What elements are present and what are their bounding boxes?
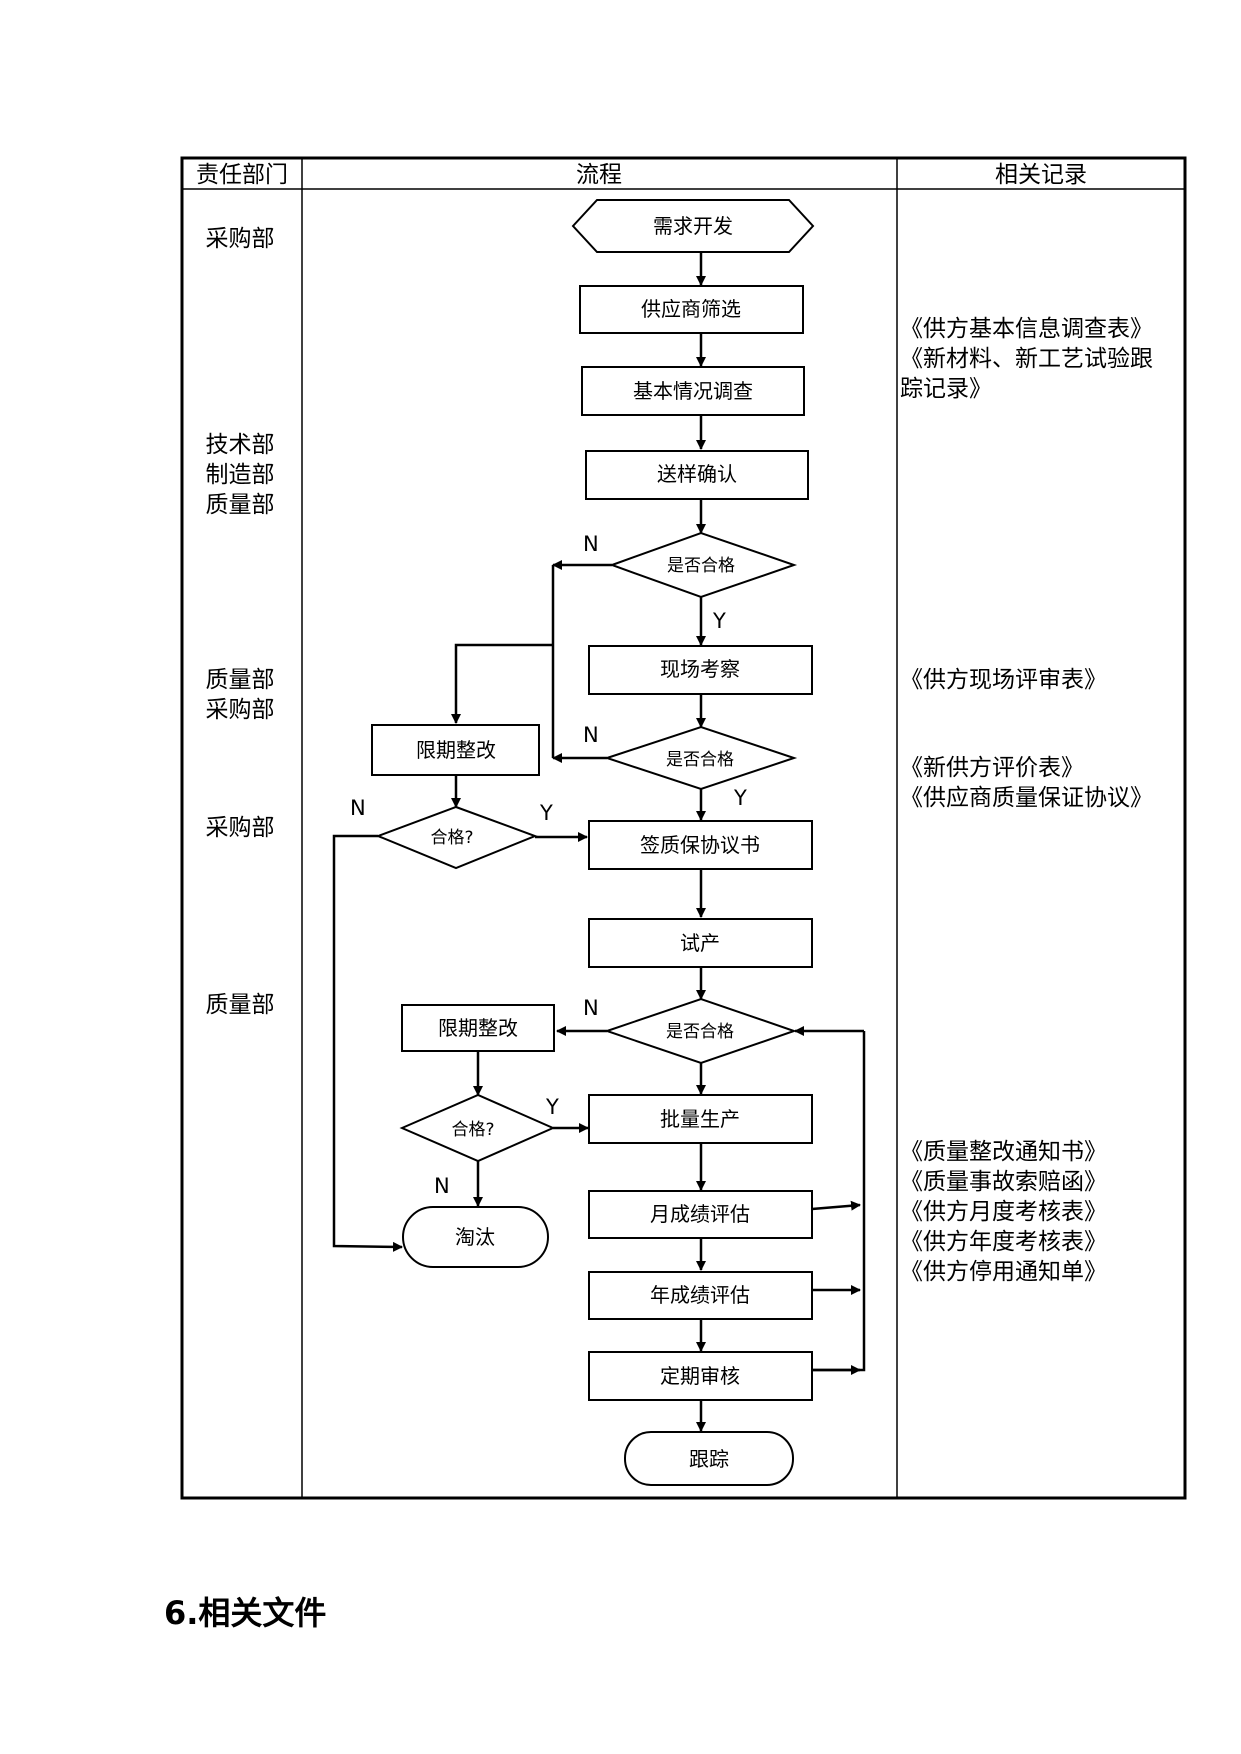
label-screen: 供应商筛选 — [641, 297, 741, 321]
label-track: 跟踪 — [689, 1447, 729, 1471]
department-line: 质量部 — [205, 992, 275, 1018]
label-check1: 是否合格 — [667, 556, 735, 576]
department-cell: 技术部 制造部 质量部 — [180, 430, 300, 520]
record-line: 《质量事故索赔函》 — [900, 1169, 1107, 1195]
department-line: 采购部 — [205, 815, 275, 841]
node-check1 — [609, 531, 798, 599]
node-track — [624, 1431, 794, 1486]
record-line: 《供方现场评审表》 — [900, 667, 1107, 693]
label-eliminate: 淘汰 — [455, 1225, 495, 1249]
loop-vertical — [812, 1031, 866, 1372]
label-agreement: 签质保协议书 — [640, 833, 760, 857]
record-cell: 《供方现场评审表》 — [900, 665, 1200, 695]
label-pass1: 合格? — [430, 828, 473, 848]
node-sample — [585, 450, 809, 500]
node-month — [588, 1190, 813, 1239]
department-line: 技术部 — [205, 432, 275, 458]
node-pass1 — [375, 805, 538, 870]
node-rect1 — [371, 724, 540, 776]
department-line: 质量部 — [205, 492, 275, 518]
n-label-check2: N — [583, 723, 599, 747]
header-department: 责任部门 — [196, 162, 288, 188]
department-cell: 采购部 — [180, 813, 300, 843]
record-line: 《供方年度考核表》 — [900, 1229, 1107, 1255]
connectors — [332, 252, 866, 1432]
section-heading: 6.相关文件 — [164, 1594, 327, 1632]
department-cell: 质量部 — [180, 990, 300, 1020]
record-line: 踪记录》 — [900, 376, 992, 402]
label-site: 现场考察 — [660, 657, 740, 681]
node-rect2 — [401, 1004, 555, 1052]
table-frame — [180, 156, 1187, 1500]
node-agreement — [588, 820, 813, 870]
node-pass2 — [399, 1093, 556, 1163]
department-cell: 采购部 — [180, 224, 300, 254]
n-label-check3: N — [583, 996, 599, 1020]
n-label-pass1: N — [350, 796, 366, 820]
record-line: 《供应商质量保证协议》 — [900, 785, 1153, 811]
node-eliminate — [402, 1206, 549, 1268]
node-mass — [588, 1094, 813, 1144]
n-label-pass2: N — [434, 1174, 450, 1198]
record-cell: 《供方基本信息调查表》 《新材料、新工艺试验跟 踪记录》 — [900, 314, 1200, 404]
label-start: 需求开发 — [653, 214, 733, 238]
node-start — [571, 199, 815, 253]
node-screen — [579, 285, 804, 334]
label-audit: 定期审核 — [660, 1364, 740, 1388]
record-cell: 《新供方评价表》 《供应商质量保证协议》 — [900, 753, 1200, 813]
header-process: 流程 — [576, 162, 622, 188]
n-label-check1: N — [583, 532, 599, 556]
department-line: 制造部 — [205, 462, 275, 488]
node-survey — [581, 366, 805, 416]
node-year — [588, 1271, 813, 1320]
record-line: 《质量整改通知书》 — [900, 1139, 1107, 1165]
header-records: 相关记录 — [995, 162, 1087, 188]
label-month: 月成绩评估 — [650, 1202, 750, 1226]
record-line: 《供方基本信息调查表》 — [900, 316, 1153, 342]
y-label-pass1: Y — [539, 801, 553, 825]
department-line: 采购部 — [205, 226, 275, 252]
record-line: 《供方月度考核表》 — [900, 1199, 1107, 1225]
node-audit — [588, 1351, 813, 1401]
label-year: 年成绩评估 — [650, 1283, 750, 1307]
label-survey: 基本情况调查 — [633, 379, 753, 403]
record-cell: 《质量整改通知书》 《质量事故索赔函》 《供方月度考核表》 《供方年度考核表》 … — [900, 1137, 1200, 1287]
department-line: 采购部 — [205, 697, 275, 723]
node-trial — [588, 918, 813, 968]
record-line: 《新材料、新工艺试验跟 — [900, 346, 1153, 372]
record-line: 《新供方评价表》 — [900, 755, 1084, 781]
record-line: 《供方停用通知单》 — [900, 1259, 1107, 1285]
label-check3: 是否合格 — [666, 1022, 734, 1042]
label-sample: 送样确认 — [657, 462, 737, 486]
label-mass: 批量生产 — [660, 1107, 740, 1131]
y-label-check1: Y — [712, 609, 726, 633]
department-cell: 质量部 采购部 — [180, 665, 300, 725]
node-check3 — [603, 997, 798, 1065]
label-trial: 试产 — [680, 931, 720, 955]
edge-pass1-no — [332, 834, 403, 1252]
node-site — [588, 645, 813, 695]
edge-month-loop — [811, 1200, 861, 1211]
edge-bus-rect1 — [451, 643, 553, 724]
y-label-check2: Y — [733, 786, 747, 810]
label-rect2: 限期整改 — [438, 1016, 518, 1040]
label-check2: 是否合格 — [666, 750, 734, 770]
node-check2 — [603, 725, 798, 791]
y-label-pass2: Y — [545, 1095, 559, 1119]
label-rect1: 限期整改 — [416, 738, 496, 762]
label-pass2: 合格? — [451, 1120, 494, 1140]
department-line: 质量部 — [205, 667, 275, 693]
